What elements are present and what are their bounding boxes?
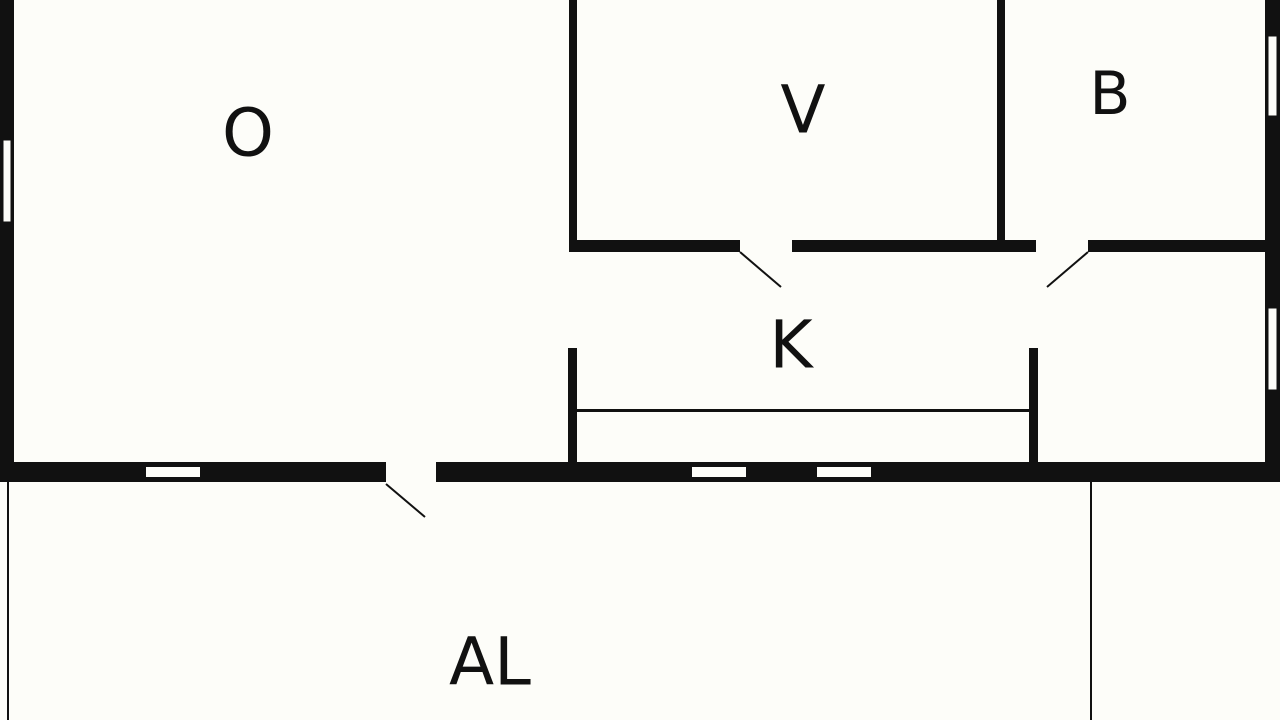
counter-end-left (568, 348, 577, 464)
counter-end-right (1029, 348, 1038, 464)
exterior-wall-bottom (0, 462, 1280, 482)
room-label-v: V (780, 72, 825, 149)
counter-edge (576, 409, 1030, 412)
exterior-wall-left (0, 0, 14, 480)
outdoor-boundary-right (1090, 482, 1092, 720)
interior-wall-v-b-divider (997, 0, 1005, 246)
door-opening-exterior (386, 460, 436, 484)
room-label-al: AL (449, 624, 531, 701)
door-opening-v (740, 238, 792, 254)
window-bottom-wall-3 (817, 467, 871, 477)
window-bottom-wall-1 (146, 467, 200, 477)
interior-wall-horizontal (569, 240, 1269, 252)
room-label-k: K (769, 307, 814, 384)
room-label-b: B (1089, 59, 1130, 129)
interior-wall-v-left (569, 0, 577, 252)
window-right-wall-upper (1267, 35, 1278, 117)
window-bottom-wall-2 (692, 467, 746, 477)
door-leaf-v (739, 251, 782, 288)
window-right-wall-lower (1267, 307, 1278, 391)
outdoor-boundary-left (7, 482, 9, 720)
door-leaf-b (1046, 251, 1089, 288)
window-left-wall (2, 139, 12, 223)
room-label-o: O (222, 95, 274, 172)
door-opening-b (1036, 238, 1088, 254)
door-leaf-exterior (385, 483, 426, 518)
